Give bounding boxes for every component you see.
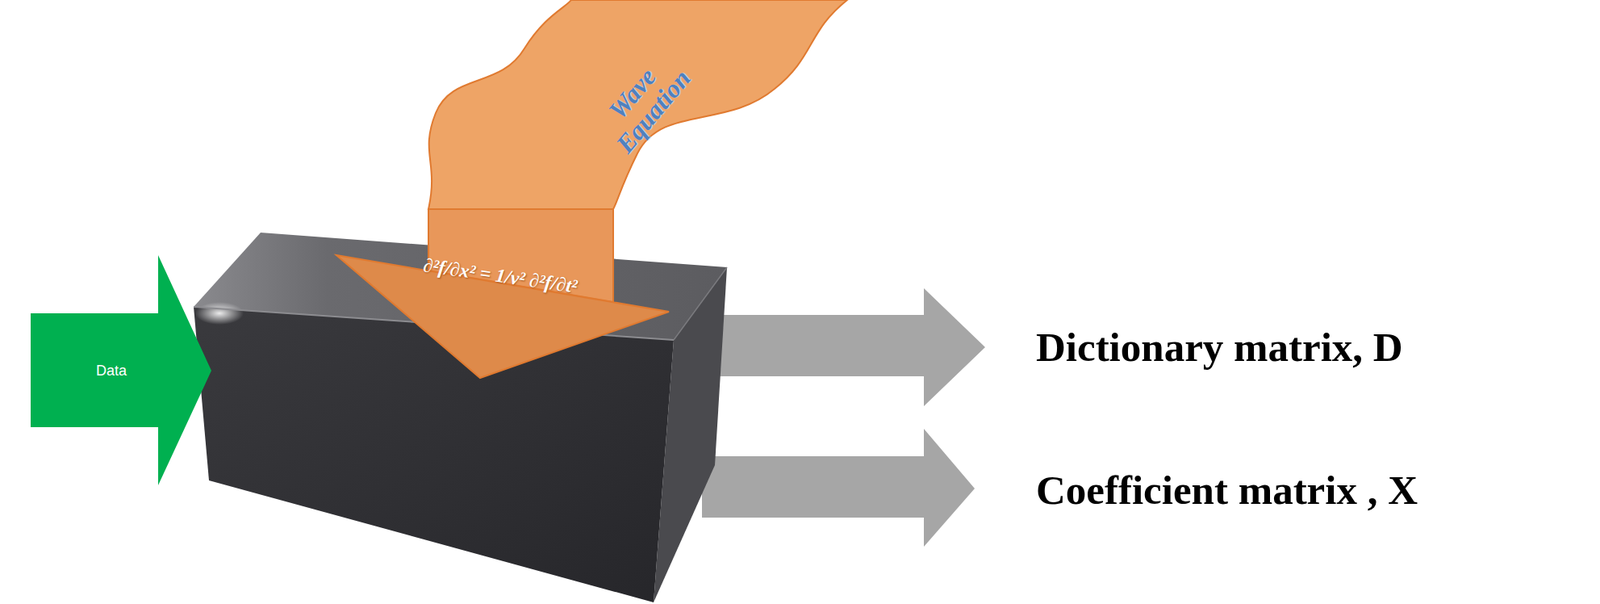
box-highlight xyxy=(195,301,244,325)
box-front-face xyxy=(193,306,674,602)
box-edge xyxy=(673,267,727,340)
output-label: Dictionary matrix, D xyxy=(1036,323,1585,371)
wave-banner xyxy=(428,0,848,209)
equation-banner: Wave Equation∂²f/∂x² = 1/v² ∂²f/∂t² xyxy=(336,0,848,378)
arrow-shape xyxy=(30,254,212,485)
node-outline xyxy=(336,0,848,378)
output-label: Coefficient matrix , X xyxy=(1036,466,1585,514)
output-arrow xyxy=(701,428,975,547)
input-arrow: Data xyxy=(30,254,212,485)
output-arrow xyxy=(710,288,986,406)
input-label: Data xyxy=(50,363,172,379)
